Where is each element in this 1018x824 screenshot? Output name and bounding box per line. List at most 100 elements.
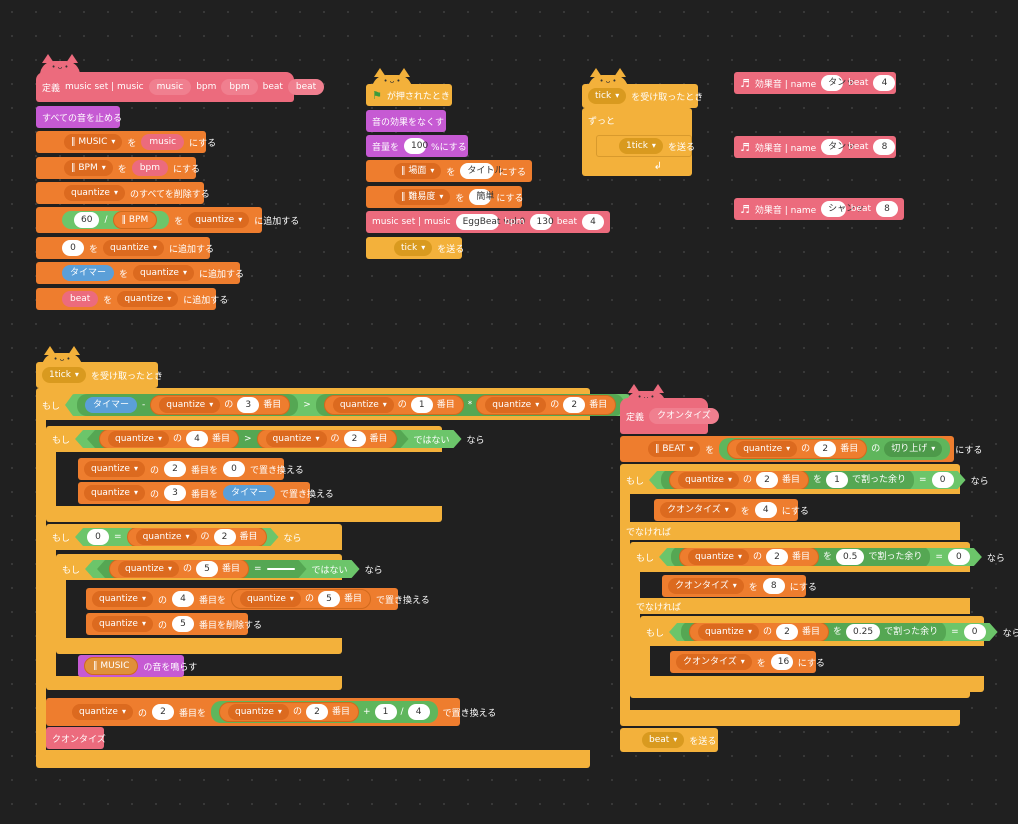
- zero-input[interactable]: 0: [932, 472, 954, 488]
- beat-input[interactable]: 4: [582, 214, 604, 230]
- when-receive-tick-block[interactable]: tick を受け取ったとき: [582, 84, 703, 108]
- divisor-input[interactable]: 0.5: [836, 549, 864, 565]
- beat-input[interactable]: 4: [873, 75, 896, 91]
- list-dropdown[interactable]: quantize: [333, 397, 394, 413]
- item-of-list-reporter[interactable]: quantize の 3 番目: [150, 395, 290, 415]
- times-operator[interactable]: quantize の 1 番目 * quantize の 2 番目: [316, 394, 624, 416]
- sound-effect-block-2[interactable]: ♬ 効果音 | name タンッ beat 8: [734, 136, 896, 158]
- number-input[interactable]: 4: [407, 704, 430, 720]
- item-of-list-reporter[interactable]: quantize の 2 番目: [689, 622, 829, 642]
- stop-all-sounds-block[interactable]: すべての音を止める: [36, 106, 122, 128]
- index-input[interactable]: 3: [237, 397, 259, 413]
- list-dropdown[interactable]: quantize: [133, 265, 194, 281]
- index-input[interactable]: 4: [186, 431, 208, 447]
- list-dropdown[interactable]: quantize: [698, 624, 759, 640]
- item-of-list-reporter[interactable]: quantize の 5 番目: [230, 589, 371, 609]
- index-input[interactable]: 2: [151, 704, 174, 720]
- value-input[interactable]: 16: [770, 654, 793, 670]
- equals-operator[interactable]: quantize の 5 番目 =: [97, 560, 307, 578]
- set-bpm-block[interactable]: ‖ BPM を bpm にする: [36, 157, 200, 179]
- sound-effect-block-3[interactable]: ♬ 効果音 | name シャンッ beat 8: [734, 198, 904, 220]
- list-dropdown[interactable]: quantize: [159, 397, 220, 413]
- list-dropdown[interactable]: quantize: [84, 485, 145, 501]
- mod-operator[interactable]: quantize の 2 番目 を 1 で割った余り: [661, 469, 914, 491]
- index-input[interactable]: 2: [756, 472, 778, 488]
- define-music-set-block[interactable]: 定義 music set | music music bpm bpm beat …: [36, 72, 325, 102]
- number-input[interactable]: 60: [74, 212, 100, 228]
- beat-input[interactable]: 8: [876, 201, 898, 217]
- volume-input[interactable]: 100: [404, 138, 428, 154]
- minus-operator[interactable]: タイマー - quantize の 3 番目: [77, 394, 298, 416]
- item-of-list-reporter[interactable]: quantize の 4 番目: [99, 429, 239, 449]
- var-dropdown-beat[interactable]: ‖ BEAT: [648, 441, 701, 457]
- fx-name-input[interactable]: シャンッ: [821, 201, 864, 217]
- add-to-list-block-2[interactable]: 0 を quantize に追加する: [36, 237, 214, 259]
- number-input[interactable]: 1: [374, 704, 397, 720]
- equals-operator[interactable]: 0 = quantize の 2 番目: [75, 528, 279, 546]
- var-dropdown-difficulty[interactable]: ‖ 難易度: [394, 189, 451, 205]
- add-to-list-block-3[interactable]: タイマー を quantize に追加する: [36, 262, 244, 284]
- math-function-reporter[interactable]: quantize の 2 番目 の 切り上げ: [719, 438, 951, 460]
- item-of-list-reporter[interactable]: quantize の 2 番目: [257, 429, 397, 449]
- var-dropdown-scene[interactable]: ‖ 場面: [394, 163, 442, 179]
- when-receive-1tick-block[interactable]: 1tick を受け取ったとき: [36, 362, 163, 388]
- set-quantize-8-block[interactable]: クオンタイズ を 8 にする: [662, 575, 817, 597]
- index-input[interactable]: 4: [171, 591, 194, 607]
- define-quantize-block[interactable]: 定義 クオンタイズ: [620, 398, 719, 434]
- item-of-list-reporter[interactable]: quantize の 2 番目: [218, 702, 359, 722]
- list-dropdown[interactable]: quantize: [736, 441, 798, 457]
- set-music-block[interactable]: ‖ MUSIC を music にする: [36, 131, 216, 153]
- index-input[interactable]: 1: [411, 397, 433, 413]
- bpm-reporter[interactable]: bpm: [131, 160, 168, 176]
- clear-sound-effects-block[interactable]: 音の効果をなくす: [366, 110, 446, 132]
- zero-input[interactable]: 0: [948, 549, 970, 565]
- list-dropdown[interactable]: quantize: [108, 431, 169, 447]
- item-of-list-reporter[interactable]: quantize の 2 番目: [127, 527, 267, 547]
- message-dropdown[interactable]: tick: [394, 240, 433, 256]
- beat-input[interactable]: 8: [873, 139, 896, 155]
- index-input[interactable]: 3: [163, 485, 186, 501]
- greater-than-operator[interactable]: タイマー - quantize の 3 番目 > quantize の 1 番目…: [65, 394, 636, 416]
- index-input[interactable]: 2: [344, 431, 366, 447]
- set-difficulty-block[interactable]: ‖ 難易度 を 簡単 にする: [366, 186, 524, 208]
- index-input[interactable]: 2: [163, 461, 186, 477]
- index-input[interactable]: 5: [196, 561, 218, 577]
- quantize-call-block[interactable]: クオンタイズ: [46, 727, 106, 749]
- item-of-list-reporter[interactable]: quantize の 2 番目: [669, 470, 809, 490]
- add-to-list-block-1[interactable]: 60 / ‖ BPM を quantize に追加する: [36, 207, 299, 233]
- list-dropdown[interactable]: quantize: [485, 397, 546, 413]
- equals-operator[interactable]: quantize の 2 番目 を 1 で割った余り = 0: [649, 471, 966, 489]
- value-input[interactable]: 0: [222, 461, 245, 477]
- replace-item-block-2[interactable]: quantize の 3 番目を タイマー で置き換える: [78, 482, 334, 504]
- number-input[interactable]: 0: [87, 529, 109, 545]
- list-dropdown[interactable]: quantize: [118, 561, 179, 577]
- not-operator[interactable]: quantize の 5 番目 = ではない: [85, 560, 360, 578]
- not-operator[interactable]: quantize の 4 番目 > quantize の 2 番目 ではない: [75, 430, 462, 448]
- list-dropdown[interactable]: quantize: [266, 431, 327, 447]
- broadcast-beat-block[interactable]: beat を送る: [620, 728, 718, 752]
- var-dropdown-music[interactable]: ‖ MUSIC: [64, 134, 123, 150]
- equals-operator[interactable]: quantize の 2 番目 を 0.25 で割った余り = 0: [669, 623, 998, 641]
- replace-item-block-1[interactable]: quantize の 2 番目を 0 で置き換える: [78, 458, 304, 480]
- list-dropdown[interactable]: quantize: [64, 185, 125, 201]
- divisor-input[interactable]: 0.25: [846, 624, 880, 640]
- list-dropdown[interactable]: quantize: [188, 212, 250, 228]
- delete-all-block[interactable]: quantize のすべてを削除する: [36, 182, 210, 204]
- param-bpm[interactable]: bpm: [221, 79, 258, 95]
- message-dropdown[interactable]: beat: [642, 732, 685, 748]
- list-dropdown[interactable]: quantize: [136, 529, 197, 545]
- index-input[interactable]: 2: [766, 549, 788, 565]
- fx-name-input[interactable]: タンッ: [821, 75, 855, 91]
- timer-reporter[interactable]: タイマー: [85, 397, 137, 413]
- message-dropdown[interactable]: tick: [588, 88, 627, 104]
- timer-reporter[interactable]: タイマー: [222, 485, 275, 501]
- zero-input[interactable]: 0: [964, 624, 986, 640]
- set-quantize-4-block[interactable]: クオンタイズ を 4 にする: [654, 499, 809, 521]
- list-dropdown[interactable]: quantize: [688, 549, 749, 565]
- index-input[interactable]: 2: [214, 529, 236, 545]
- replace-item-block-4[interactable]: quantize の 2 番目を quantize の 2 番目 + 1 / 4…: [46, 698, 496, 726]
- list-dropdown[interactable]: quantize: [117, 291, 179, 307]
- list-dropdown[interactable]: quantize: [92, 591, 153, 607]
- set-quantize-16-block[interactable]: クオンタイズ を 16 にする: [670, 651, 825, 673]
- var-dropdown-bpm[interactable]: ‖ BPM: [64, 160, 113, 176]
